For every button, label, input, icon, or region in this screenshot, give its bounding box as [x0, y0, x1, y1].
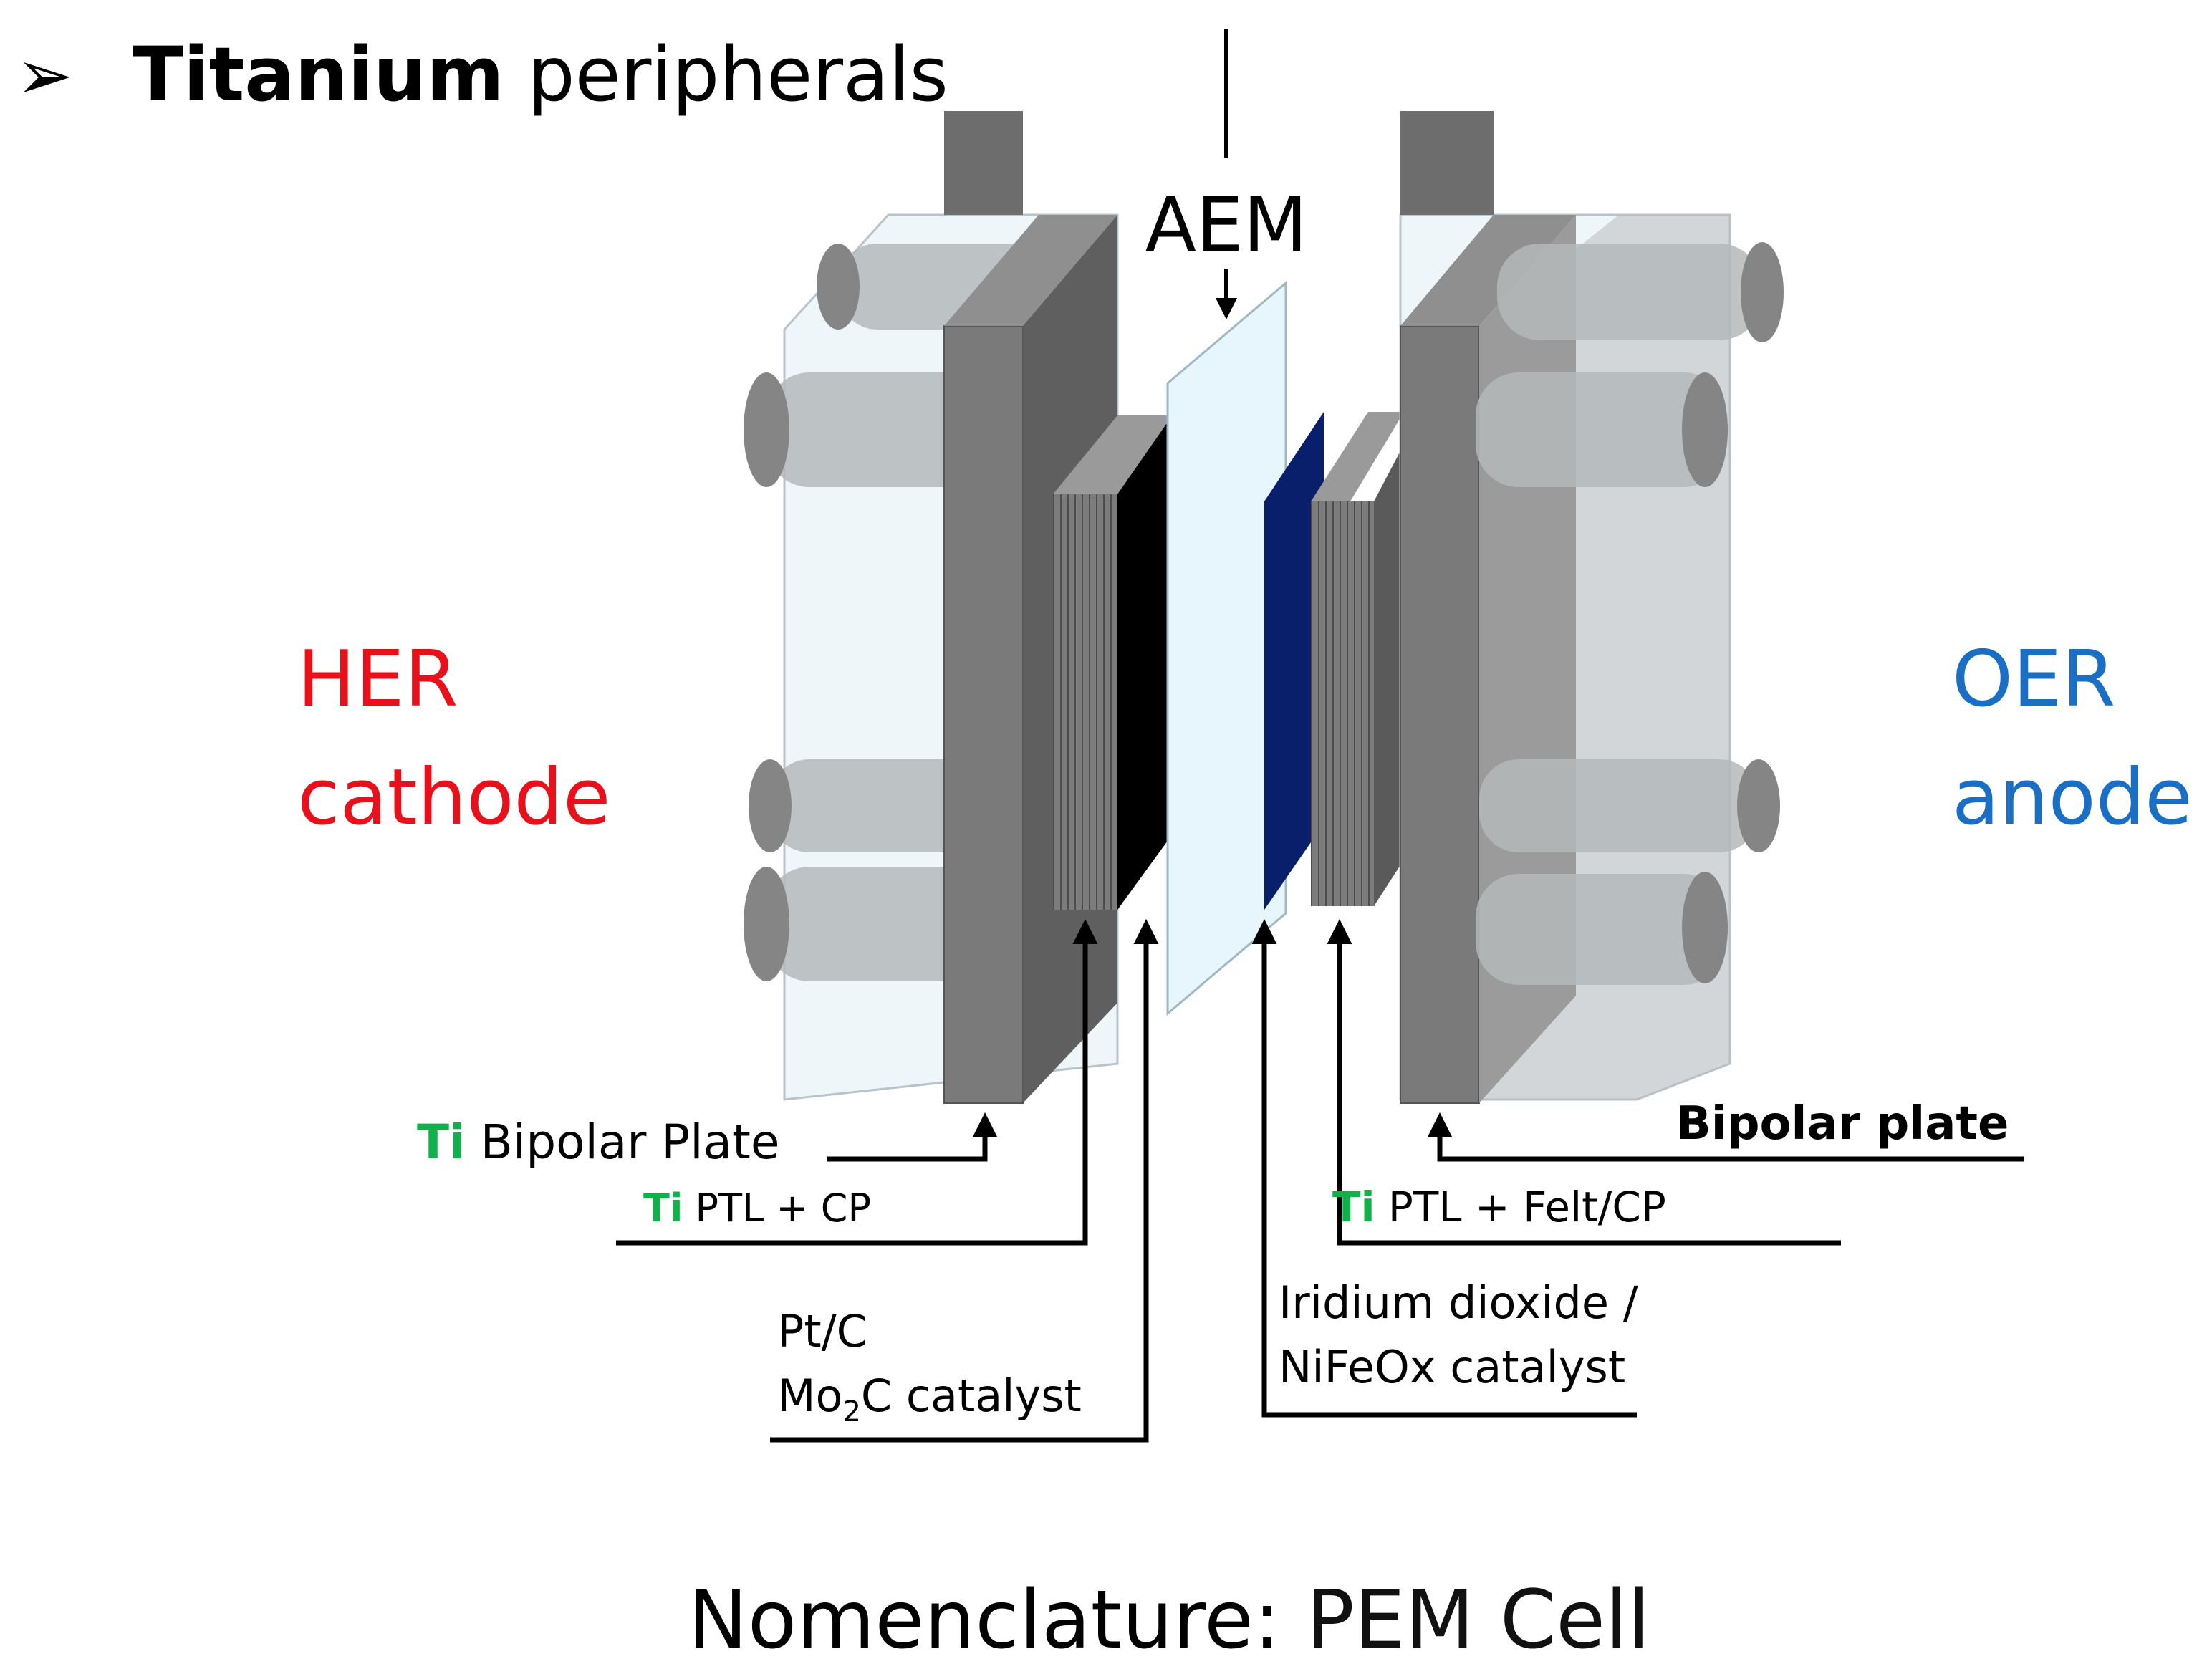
cathode-label: cathode: [297, 753, 610, 842]
ti-tag: Ti: [1332, 1183, 1375, 1231]
aem-label: AEM: [1145, 181, 1308, 269]
heading-bold: Titanium: [133, 31, 504, 118]
ti-ptl-cp-label: Ti PTL + CP: [643, 1185, 871, 1231]
callout-ti-ptl-felt: [1327, 919, 1841, 1246]
oer-label: OER: [1952, 635, 2115, 724]
callout-lines: [616, 919, 2024, 1443]
bipolar-plate-right-label: Bipolar plate: [1676, 1097, 2009, 1150]
ti-tag: Ti: [417, 1115, 466, 1170]
mo2c-label: Mo2C catalyst: [777, 1370, 1082, 1428]
aem-membrane: [1166, 280, 1287, 1016]
ti-tag: Ti: [643, 1185, 683, 1231]
ti-ptl-felt-cp-text: PTL + Felt/CP: [1375, 1183, 1665, 1231]
anode-label: anode: [1952, 753, 2193, 842]
mo2c-prefix: Mo: [777, 1370, 842, 1422]
ti-bipolar-plate-label: Ti Bipolar Plate: [417, 1115, 780, 1170]
callout-bipolar-plate-right: [1427, 1112, 2024, 1162]
heading: Titanium peripherals: [133, 31, 948, 118]
heading-bullet-icon: ➢: [16, 35, 73, 115]
callout-ti-ptl-cp: [616, 919, 1098, 1246]
callout-ti-bipolar-plate: [827, 1112, 998, 1162]
ti-ptl-felt-cp-label: Ti PTL + Felt/CP: [1332, 1183, 1666, 1231]
anode-ptl: [1311, 412, 1404, 906]
cathode-catalyst-layer: [1117, 412, 1175, 910]
heading-rest: peripherals: [504, 31, 948, 118]
ti-ptl-cp-text: PTL + CP: [683, 1185, 871, 1231]
mo2c-suffix: C catalyst: [861, 1370, 1082, 1422]
right-end-plate: [1399, 111, 1784, 1104]
iridium-label-line1: Iridium dioxide /: [1279, 1276, 1638, 1329]
callout-catalyst-cathode: [770, 919, 1159, 1443]
iridium-label-line2: NiFeOx catalyst: [1279, 1341, 1625, 1393]
footer-emph: PEM Cell: [1306, 1574, 1650, 1667]
ti-bipolar-plate-text: Bipolar Plate: [466, 1115, 780, 1170]
footer-nomenclature: Nomenclature: PEM Cell: [688, 1574, 1650, 1667]
anode-catalyst-layer: [1264, 412, 1324, 910]
mo2c-subscript: 2: [842, 1395, 860, 1428]
ptc-label: Pt/C: [777, 1305, 867, 1357]
callout-iridium: [1251, 919, 1637, 1418]
her-label: HER: [297, 635, 458, 724]
footer-prefix: Nomenclature:: [688, 1574, 1306, 1667]
